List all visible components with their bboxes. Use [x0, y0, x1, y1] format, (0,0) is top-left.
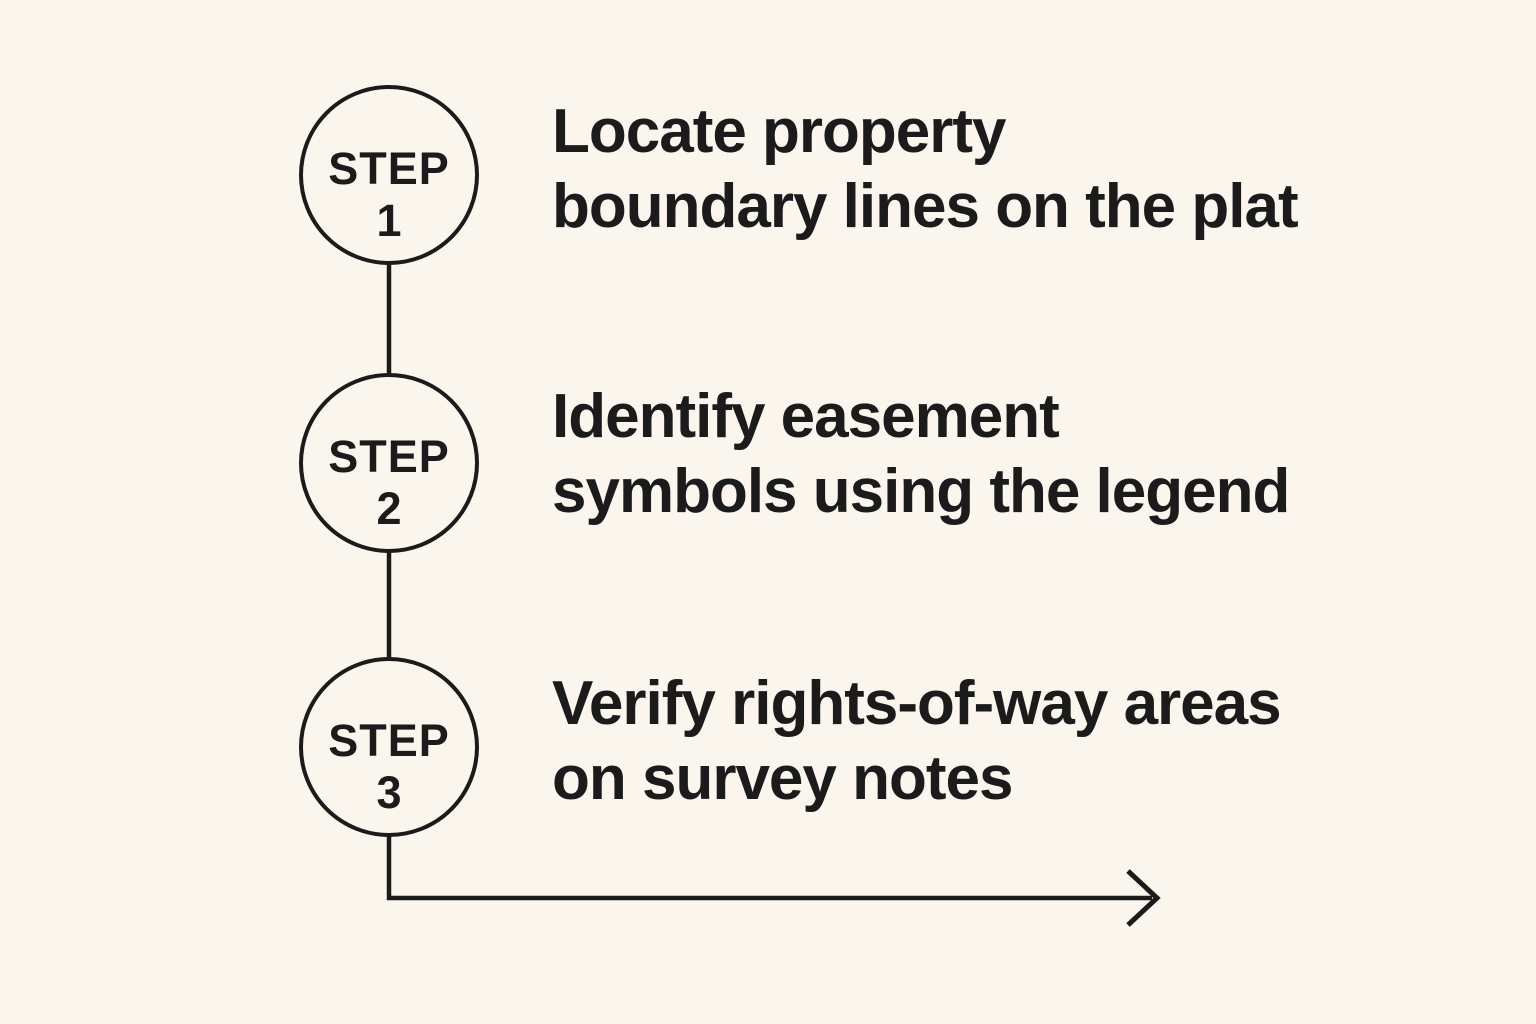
step-2-badge-circle: STEP 2	[299, 373, 479, 553]
step-2-badge: STEP 2	[328, 431, 450, 535]
step-1-badge-circle: STEP 1	[299, 85, 479, 265]
step-1-badge: STEP 1	[328, 143, 450, 247]
step-3-badge-number: 3	[376, 767, 402, 818]
step-3-badge-circle: STEP 3	[299, 657, 479, 837]
step-2-badge-number: 2	[376, 483, 402, 534]
step-1-description: Locate property boundary lines on the pl…	[552, 97, 1299, 241]
step-3-description: Verify rights-of-way areas on survey not…	[552, 669, 1282, 813]
step-1-badge-word: STEP	[328, 143, 450, 194]
step-3-badge: STEP 3	[328, 715, 450, 819]
step-2-description: Identify easement symbols using the lege…	[552, 382, 1290, 526]
step-3-badge-word: STEP	[328, 715, 450, 766]
step-1-badge-number: 1	[376, 195, 402, 246]
arrow-right-icon	[1126, 869, 1161, 927]
step-2-badge-word: STEP	[328, 431, 450, 482]
